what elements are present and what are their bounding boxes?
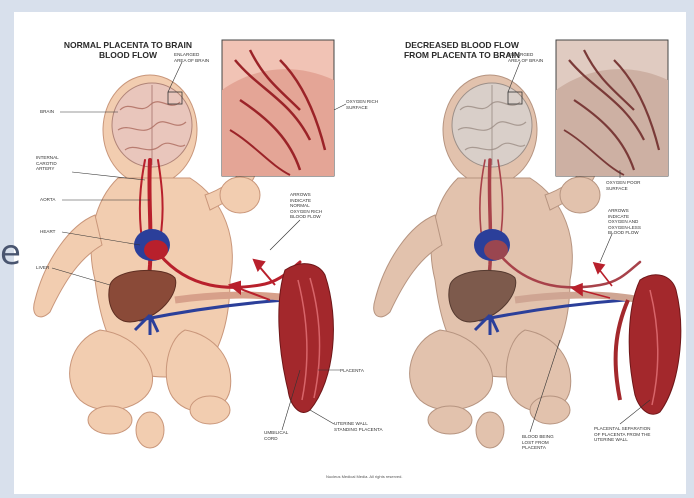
- label-placental-separation: PLACENTAL SEPARATION OF PLACENTA FROM TH…: [594, 426, 651, 443]
- label-uterine-wall: UTERINE WALL STANDING PLACENTA: [334, 421, 383, 432]
- label-blood-being-lost: BLOOD BEING LOST FROM PLACENTA: [522, 434, 554, 451]
- label-oxygen-rich: OXYGEN RICH SURFACE: [346, 99, 378, 110]
- label-liver: LIVER: [36, 265, 49, 271]
- credit-line: Nucleus Medical Media. All rights reserv…: [326, 474, 402, 479]
- label-internal-carotid: INTERNAL CAROTID ARTERY: [36, 155, 59, 172]
- left-brain-inset: [222, 40, 334, 176]
- label-oxygen-poor: OXYGEN POOR SURFACE: [606, 180, 640, 191]
- label-placenta: PLACENTA: [340, 368, 364, 374]
- left-brain: [112, 83, 192, 167]
- left-placenta: [279, 264, 334, 413]
- right-brain: [452, 83, 532, 167]
- label-enlarged-area-right: ENLARGED AREA OF BRAIN: [508, 52, 543, 63]
- label-enlarged-area-left: ENLARGED AREA OF BRAIN: [174, 52, 209, 63]
- left-panel-illustration: [34, 40, 346, 448]
- right-panel-illustration: [374, 40, 681, 448]
- label-aorta: AORTA: [40, 197, 55, 203]
- label-arrows-right: ARROWS INDICATE OXYGEN AND OXYGEN-LESS B…: [608, 208, 641, 236]
- right-heart: [474, 229, 510, 261]
- label-umbilical-cord: UMBILICAL CORD: [264, 430, 288, 441]
- label-brain: BRAIN: [40, 109, 54, 115]
- right-brain-inset: [556, 40, 668, 176]
- label-heart: HEART: [40, 229, 56, 235]
- label-arrows-left: ARROWS INDICATE NORMAL OXYGEN RICH BLOOD…: [290, 192, 322, 220]
